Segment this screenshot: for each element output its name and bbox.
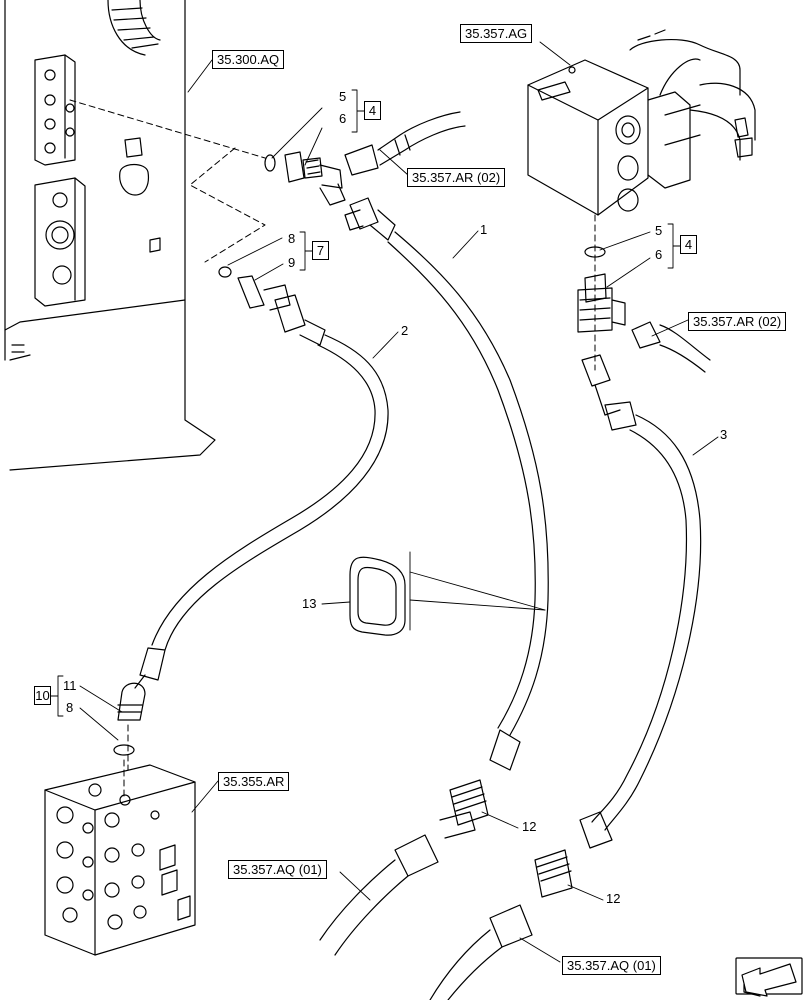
valve-block-upper: [527, 29, 756, 216]
elbow-fitting-lower: [113, 682, 146, 756]
ref-35-357-aq-right[interactable]: 35.357.AQ (01): [562, 956, 661, 975]
leader-lines: [50, 41, 719, 963]
ref-35-355-ar[interactable]: 35.355.AR: [218, 772, 290, 791]
callout-8-upper: 8: [288, 231, 296, 246]
callout-5-upper: 5: [339, 89, 347, 104]
callout-2: 2: [401, 323, 409, 338]
callout-6-right: 6: [655, 247, 663, 262]
center-lines: [69, 99, 596, 801]
callout-1: 1: [480, 222, 488, 237]
box-10[interactable]: 10: [34, 686, 51, 705]
bulkhead-fitting-12b: [429, 849, 573, 1000]
hose-3: [579, 354, 702, 849]
valve-block-lower: [44, 764, 196, 956]
callout-11: 11: [63, 678, 77, 693]
ref-35-357-aq-middle[interactable]: 35.357.AQ (01): [228, 860, 327, 879]
bulkhead-fitting-12a: [319, 779, 489, 956]
callout-6-upper: 6: [339, 111, 347, 126]
callout-12-right: 12: [606, 891, 621, 906]
ref-35-357-ar-right[interactable]: 35.357.AR (02): [688, 312, 787, 331]
callout-12-middle: 12: [522, 819, 537, 834]
callout-8-lower: 8: [66, 700, 74, 715]
ref-35-357-ar-upper[interactable]: 35.357.AR (02): [407, 168, 506, 187]
callout-13: 13: [302, 596, 317, 611]
arrow-nav-icon[interactable]: [735, 957, 803, 997]
grommet-13: [349, 556, 406, 636]
callout-9: 9: [288, 255, 296, 270]
ref-35-300-aq[interactable]: 35.300.AQ: [212, 50, 285, 69]
ref-35-357-ag[interactable]: 35.357.AG: [460, 24, 533, 43]
box-4-right[interactable]: 4: [680, 235, 697, 254]
box-4-upper[interactable]: 4: [364, 101, 381, 120]
hose-2: [134, 266, 389, 689]
machine-frame: [4, 0, 216, 471]
callout-5-right: 5: [655, 223, 663, 238]
tee-fitting-upper: [264, 151, 346, 206]
box-7[interactable]: 7: [312, 241, 329, 260]
callout-3: 3: [720, 427, 728, 442]
tee-fitting-right: [577, 246, 711, 373]
hose-1: [344, 197, 549, 771]
hose-to-ar-upper: [344, 111, 466, 176]
